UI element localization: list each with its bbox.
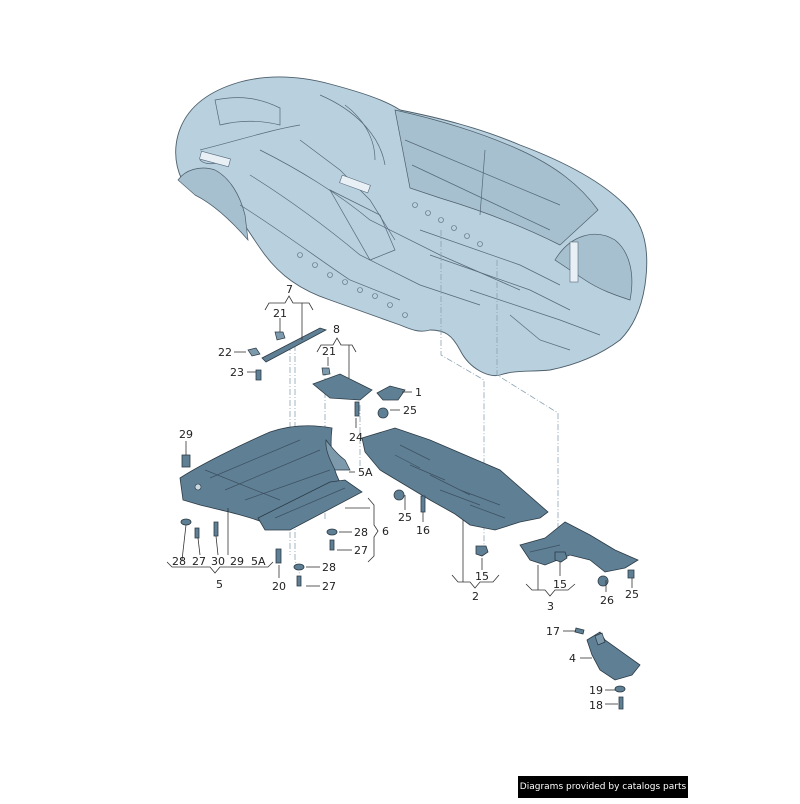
callout-19: 19 xyxy=(589,684,603,697)
part-3-rear-panel xyxy=(519,521,639,587)
callout-27: 27 xyxy=(322,580,336,593)
callout-29: 29 xyxy=(179,428,193,441)
callout-20: 20 xyxy=(272,580,286,593)
callout-25: 25 xyxy=(398,511,412,524)
callout-17: 17 xyxy=(546,625,560,638)
part-2-center-panel xyxy=(361,427,549,557)
part-4-bracket xyxy=(574,627,641,710)
callout-25: 25 xyxy=(403,404,417,417)
callout-5a: 5A xyxy=(251,555,266,568)
callout-8: 8 xyxy=(333,323,340,336)
callout-2: 2 xyxy=(472,590,479,603)
callout-26: 26 xyxy=(600,594,614,607)
callout-7: 7 xyxy=(286,283,293,296)
leader-lines xyxy=(166,295,633,705)
part-1-bracket xyxy=(376,385,406,419)
callout-25: 25 xyxy=(625,588,639,601)
callout-27: 27 xyxy=(192,555,206,568)
callout-23: 23 xyxy=(230,366,244,379)
callout-1: 1 xyxy=(415,386,422,399)
callout-4: 4 xyxy=(569,652,576,665)
callout-15: 15 xyxy=(553,578,567,591)
callout-22: 22 xyxy=(218,346,232,359)
callout-15: 15 xyxy=(475,570,489,583)
vehicle-underbody xyxy=(175,76,648,377)
callout-27: 27 xyxy=(354,544,368,557)
credit-banner: Diagrams provided by catalogs parts xyxy=(518,776,688,798)
callout-24: 24 xyxy=(349,431,363,444)
callout-18: 18 xyxy=(589,699,603,712)
callout-5: 5 xyxy=(216,578,223,591)
callout-28: 28 xyxy=(354,526,368,539)
part-6-middle-panel xyxy=(257,479,363,587)
callout-3: 3 xyxy=(547,600,554,613)
callout-30: 30 xyxy=(211,555,225,568)
part-8-bracket xyxy=(312,367,373,417)
callout-labels: 7 21 22 23 8 21 1 25 24 29 5A 25 16 28 2… xyxy=(172,283,639,712)
callout-6: 6 xyxy=(382,525,389,538)
callout-29: 29 xyxy=(230,555,244,568)
callout-28: 28 xyxy=(322,561,336,574)
callout-21: 21 xyxy=(322,345,336,358)
callout-28: 28 xyxy=(172,555,186,568)
part-7-strut xyxy=(247,327,328,381)
callout-5a: 5A xyxy=(358,466,373,479)
callout-21: 21 xyxy=(273,307,287,320)
callout-16: 16 xyxy=(416,524,430,537)
